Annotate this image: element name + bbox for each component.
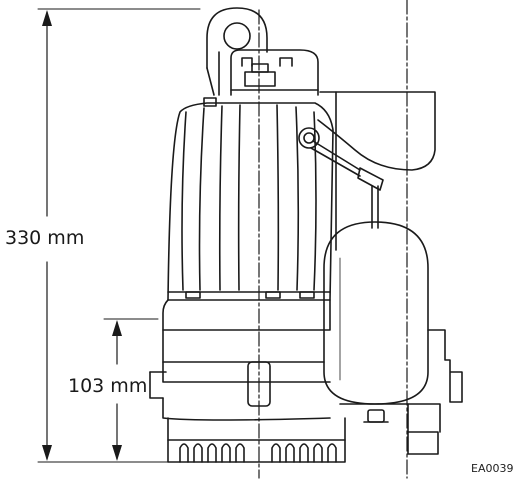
motor-housing xyxy=(167,97,334,301)
float xyxy=(323,221,429,405)
overall-height-dimension-line xyxy=(37,8,201,463)
centerlines xyxy=(258,0,408,479)
top-cap xyxy=(230,49,319,96)
figure-code: EA0039 xyxy=(471,462,514,475)
lifting-handle xyxy=(206,7,268,96)
base-height-label: 103 mm xyxy=(66,375,150,397)
base-height-dimension-line xyxy=(103,318,159,461)
overall-height-label: 330 mm xyxy=(3,227,87,249)
float-arm xyxy=(310,140,384,229)
pump-base xyxy=(149,299,463,455)
intake-grill xyxy=(167,417,346,463)
float-bracket xyxy=(317,91,436,251)
